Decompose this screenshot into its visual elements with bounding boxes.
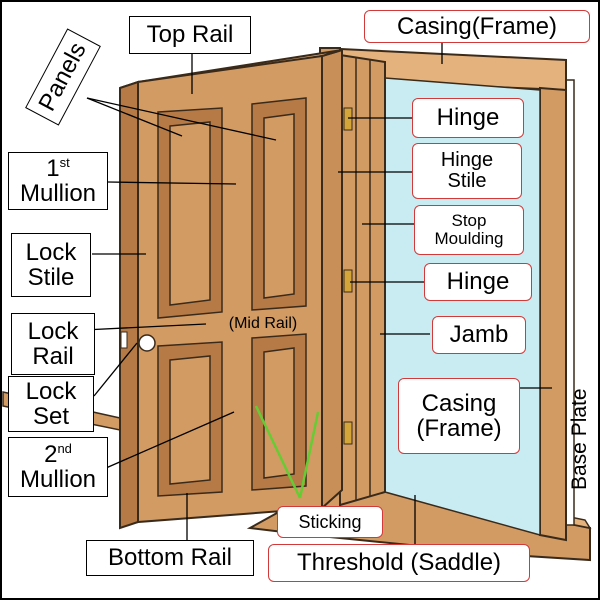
label-threshold-saddle: Threshold (Saddle) [268,544,530,582]
label-2nd-mullion: 2nd Mullion [8,437,108,497]
label-2nd-mullion-word: Mullion [19,466,97,493]
label-2nd-mullion-num: 2 [44,440,58,468]
label-hinge-lower-text: Hinge [446,268,510,296]
label-mid-rail: (Mid Rail) [208,312,318,336]
label-1st-mullion: 1st Mullion [8,152,108,210]
label-hinge-upper: Hinge [412,98,524,138]
label-lock-set-line1: Lock [25,377,77,405]
label-casing-frame-top-text: Casing(Frame) [396,12,558,40]
label-stop-moulding-line2: Moulding [434,229,504,248]
label-threshold-saddle-text: Threshold (Saddle) [296,549,502,577]
label-lock-stile-line1: Lock [25,238,77,266]
label-jamb: Jamb [432,316,526,354]
label-2nd-mullion-sup: nd [57,440,72,456]
jamb [339,53,386,507]
label-lock-rail: Lock Rail [11,313,95,375]
label-casing-frame-right: Casing (Frame) [398,378,520,454]
label-casing-frame-right-line1: Casing [421,389,497,417]
hinge-lower-plate [343,421,353,445]
label-bottom-rail: Bottom Rail [86,540,254,576]
label-casing-frame-top: Casing(Frame) [364,10,590,43]
label-bottom-rail-text: Bottom Rail [107,544,233,572]
label-1st-mullion-word: Mullion [19,180,97,207]
hinge-middle-plate [343,269,353,293]
label-jamb-text: Jamb [449,321,509,349]
label-top-rail: Top Rail [129,16,251,54]
lock-set [120,331,156,352]
label-hinge-lower: Hinge [424,263,532,301]
sticking-pointer-lines [254,405,320,499]
label-lock-set: Lock Set [8,376,94,432]
label-stop-moulding: Stop Moulding [414,205,524,255]
label-2nd-mullion-line1: 2nd [44,442,72,467]
label-hinge-stile: Hinge Stile [412,143,522,199]
label-hinge-upper-text: Hinge [436,104,500,132]
leader-lines [83,42,552,546]
label-lock-rail-line1: Lock [27,317,79,345]
label-top-rail-text: Top Rail [146,21,234,49]
label-1st-mullion-sup: st [59,154,70,170]
label-1st-mullion-line1: 1st [46,156,69,181]
label-base-plate-text: Base Plate [568,388,591,490]
label-mid-rail-text: (Mid Rail) [228,314,298,332]
label-casing-frame-right-line2: (Frame) [416,415,502,442]
label-1st-mullion-num: 1 [46,154,60,182]
label-sticking-text: Sticking [298,511,362,532]
label-stop-moulding-line1: Stop [451,211,487,231]
label-lock-stile-line2: Stile [27,264,75,291]
label-hinge-stile-line2: Stile [447,170,487,192]
label-lock-stile: Lock Stile [11,233,91,297]
label-base-plate: Base Plate [568,388,592,490]
label-sticking: Sticking [277,506,383,538]
label-hinge-stile-line1: Hinge [440,149,494,171]
label-lock-rail-line2: Rail [32,343,74,370]
hinge-upper-plate [343,107,353,131]
label-lock-set-line2: Set [32,403,70,430]
